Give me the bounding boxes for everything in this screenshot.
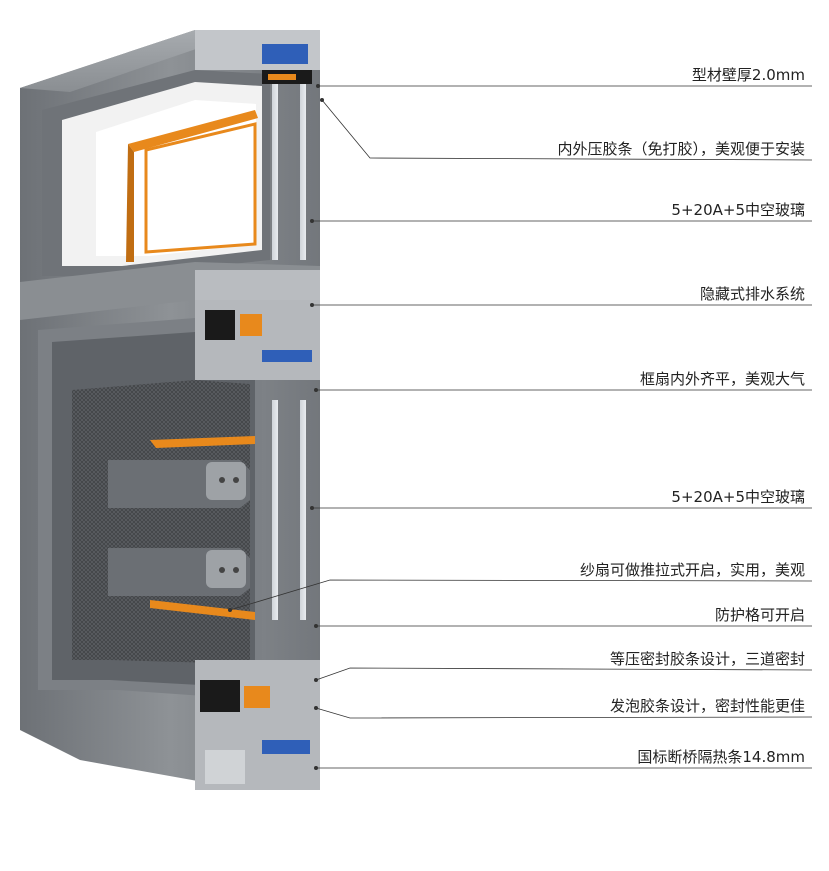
callout-thermal-break: 国标断桥隔热条14.8mm	[637, 748, 805, 766]
profile-cross-section	[195, 30, 320, 790]
callout-press-strip: 内外压胶条（免打胶），美观便于安装	[557, 140, 805, 158]
guard-bars	[108, 460, 250, 596]
leader-dot-hidden-drainage	[310, 303, 314, 307]
leader-line-foam-strip	[315, 707, 813, 719]
callout-foam-strip: 发泡胶条设计，密封性能更佳	[609, 697, 805, 715]
leader-dot-profile-wall-thickness	[316, 84, 320, 88]
callout-hidden-drainage: 隐藏式排水系统	[699, 285, 805, 303]
leader-dot-pressure-seal	[314, 678, 318, 682]
callout-pressure-seal: 等压密封胶条设计，三道密封	[609, 650, 805, 668]
leader-dot-glass-bottom	[310, 506, 314, 510]
upper-opening	[42, 70, 270, 276]
leader-dot-guard-grid	[314, 624, 318, 628]
leader-line-screen-sash	[229, 579, 813, 611]
leader-lines	[228, 84, 813, 770]
callout-screen-sash: 纱扇可做推拉式开启，实用，美观	[579, 561, 805, 579]
leader-dot-flush-frame	[314, 388, 318, 392]
callout-glass-top: 5+20A+5中空玻璃	[671, 201, 805, 219]
leader-dot-screen-sash	[228, 608, 232, 612]
leader-dot-foam-strip	[314, 706, 318, 710]
callout-glass-bottom: 5+20A+5中空玻璃	[671, 488, 805, 506]
leader-dot-press-strip	[320, 98, 324, 102]
leader-line-pressure-seal	[315, 667, 813, 681]
leader-line-press-strip	[321, 99, 813, 161]
callout-profile-wall-thickness: 型材壁厚2.0mm	[691, 66, 805, 84]
callout-flush-frame: 框扇内外齐平，美观大气	[639, 370, 805, 388]
leader-dot-glass-top	[310, 219, 314, 223]
callout-guard-grid: 防护格可开启	[714, 606, 805, 624]
lower-sash	[38, 318, 262, 700]
leader-dot-thermal-break	[314, 766, 318, 770]
glass-panes	[272, 84, 306, 620]
